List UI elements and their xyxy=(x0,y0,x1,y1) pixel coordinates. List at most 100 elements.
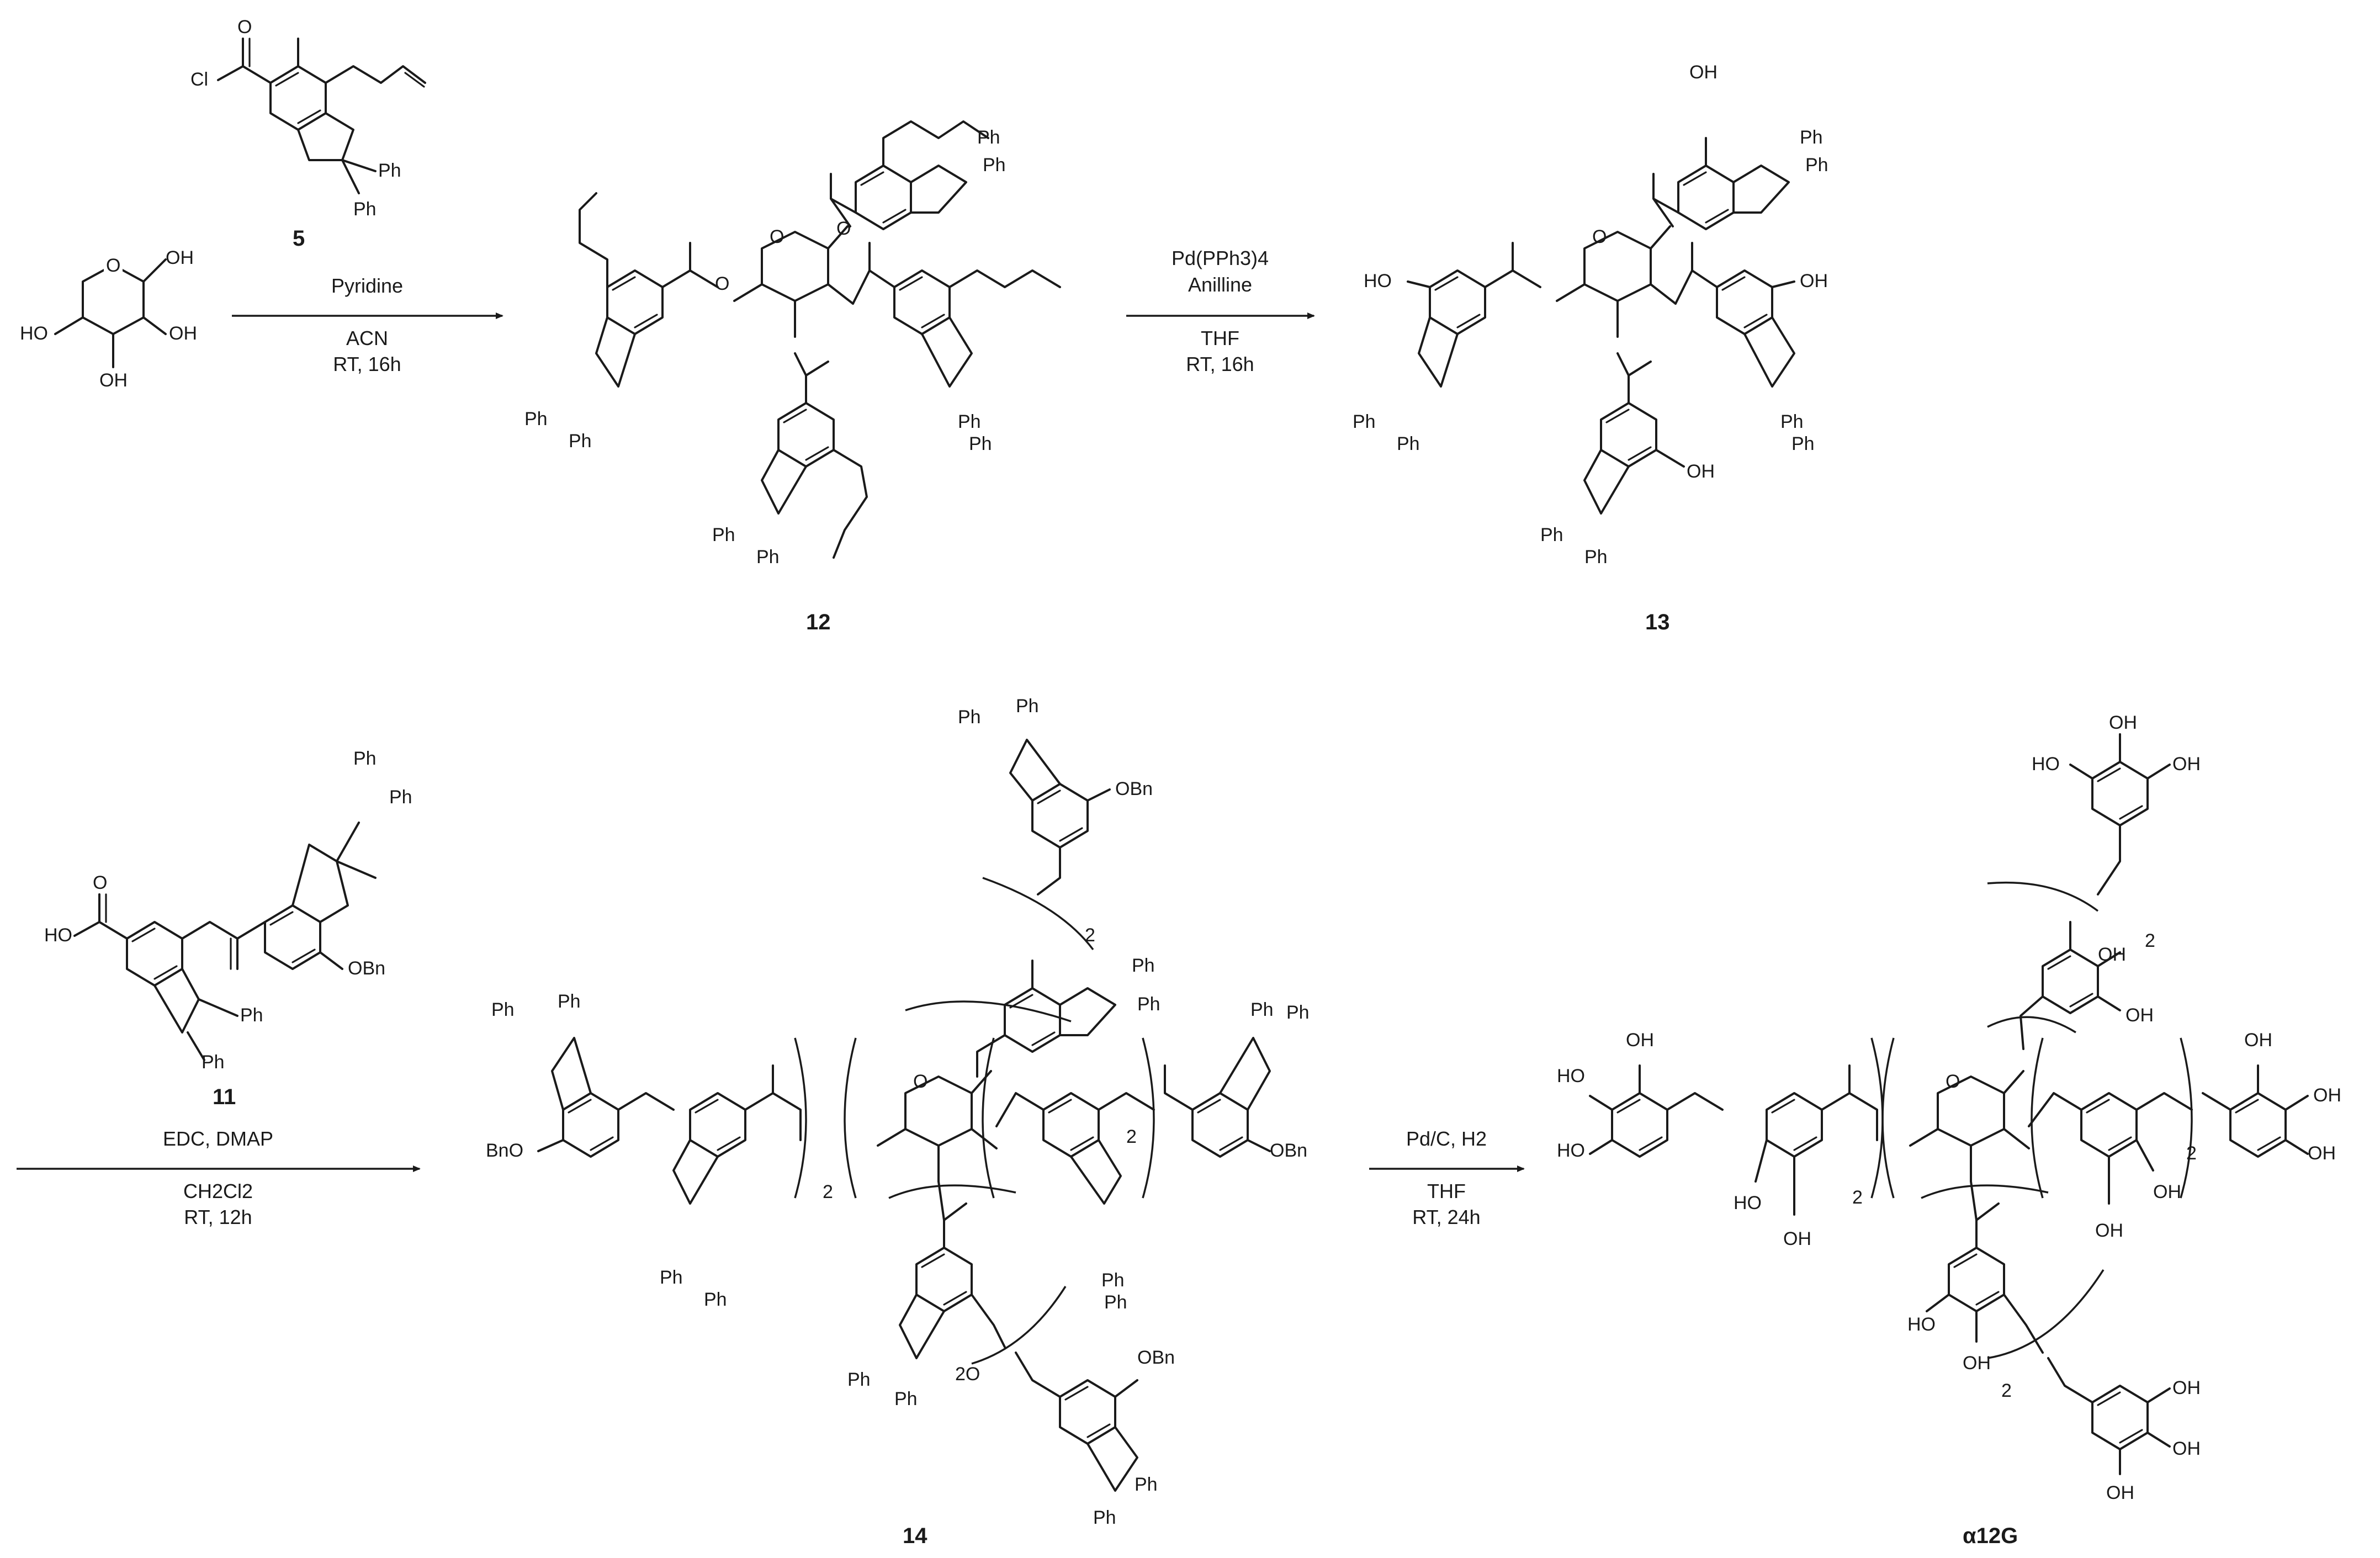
hydroxyl-label: OH xyxy=(2095,1220,2123,1241)
benzyloxy-label: OBn xyxy=(1137,1347,1175,1368)
ring-oxygen-label: O xyxy=(913,1071,927,1092)
phenyl-label: Ph xyxy=(353,748,377,769)
condition-solvent: CH2Cl2 xyxy=(183,1180,253,1202)
chlorine-label: Cl xyxy=(190,69,208,90)
phenyl-label: Ph xyxy=(1093,1507,1116,1528)
phenyl-label: Ph xyxy=(847,1369,871,1390)
phenyl-label: Ph xyxy=(491,999,515,1020)
phenyl-label: Ph xyxy=(958,411,981,432)
hydroxyl-label: OH xyxy=(169,323,197,344)
repeat-count-label: 2 xyxy=(2186,1143,2197,1164)
phenyl-label: Ph xyxy=(1132,955,1155,976)
ring-oxygen-label: O xyxy=(770,226,784,247)
condition-time: RT, 16h xyxy=(333,353,401,375)
condition-time: RT, 24h xyxy=(1412,1206,1480,1228)
hydroxyl-label: HO xyxy=(1557,1140,1585,1161)
phenyl-label: Ph xyxy=(240,1005,263,1026)
ring-oxygen-label: O xyxy=(1592,226,1607,247)
phenyl-label: Ph xyxy=(660,1267,683,1288)
ring-oxygen-label: O xyxy=(1946,1071,1960,1092)
phenyl-label: Ph xyxy=(1104,1292,1127,1313)
hydroxyl-label: OH xyxy=(166,247,194,268)
repeat-count-label: 2 xyxy=(1126,1126,1137,1147)
hydroxyl-label: OH xyxy=(2109,712,2137,733)
reaction-arrow-3: EDC, DMAP CH2Cl2 RT, 12h xyxy=(17,1127,421,1228)
phenyl-label: Ph xyxy=(756,547,780,568)
hydroxyl-label: OH xyxy=(1689,62,1718,83)
phenyl-label: Ph xyxy=(558,991,581,1012)
oxygen-label: O xyxy=(836,218,851,239)
ring-oxygen-label: O xyxy=(106,255,120,276)
hydroxyl-label: HO xyxy=(44,925,72,946)
condition-solvent: THF xyxy=(1201,327,1239,349)
xylopyranose-structure: O OH OH HO OH xyxy=(20,247,197,391)
condition-coupling: EDC, DMAP xyxy=(163,1127,273,1150)
phenyl-label: Ph xyxy=(1250,999,1274,1020)
phenyl-label: Ph xyxy=(977,127,1000,148)
hydroxyl-label: HO xyxy=(1557,1066,1585,1087)
phenyl-label: Ph xyxy=(969,433,992,454)
phenyl-label: Ph xyxy=(704,1289,727,1310)
compound-a12g-structure: O OH OH 2 OH HO OH 2 HO OH OH HO HO xyxy=(1557,712,2341,1548)
hydroxyl-label: OH xyxy=(1687,461,1715,482)
phenyl-label: Ph xyxy=(569,431,592,452)
compound-12-label: 12 xyxy=(806,610,831,634)
phenyl-label: Ph xyxy=(1805,155,1828,176)
hydroxyl-label: OH xyxy=(99,370,128,391)
phenyl-label: Ph xyxy=(1584,547,1608,568)
phenyl-label: Ph xyxy=(1780,411,1804,432)
phenyl-label: Ph xyxy=(1016,696,1039,717)
phenyl-label: Ph xyxy=(1137,994,1160,1015)
phenyl-label: Ph xyxy=(353,199,377,220)
hydroxyl-label: HO xyxy=(1907,1314,1936,1335)
compound-12-structure: O Ph Ph O Ph Ph O Ph Ph Ph Ph 1 xyxy=(524,120,1061,634)
hydroxyl-label: OH xyxy=(1800,271,1828,292)
hydroxyl-label: OH xyxy=(2313,1085,2341,1106)
hydroxyl-label: HO xyxy=(20,323,48,344)
phenyl-label: Ph xyxy=(894,1389,918,1409)
hydroxyl-label: OH xyxy=(2153,1181,2181,1202)
benzyloxy-label: OBn xyxy=(348,958,385,979)
compound-14-label: 14 xyxy=(903,1524,927,1548)
phenyl-label: Ph xyxy=(378,160,401,181)
condition-solvent: THF xyxy=(1427,1180,1466,1202)
carbonyl-oxygen-label: O xyxy=(93,872,107,893)
hydroxyl-label: OH xyxy=(1783,1228,1811,1249)
reaction-arrow-2: Pd(PPh3)4 Anilline THF RT, 16h xyxy=(1126,247,1315,375)
reagent-5-structure: Cl O Ph Ph 5 xyxy=(190,17,426,251)
condition-time: RT, 12h xyxy=(184,1206,252,1228)
phenyl-label: Ph xyxy=(983,155,1006,176)
phenyl-label: Ph xyxy=(1353,411,1376,432)
condition-catalyst: Pd(PPh3)4 xyxy=(1172,247,1269,269)
hydroxyl-label: HO xyxy=(2032,754,2060,775)
compound-13-structure: O OH Ph Ph HO Ph Ph OH Ph Ph OH Ph Ph 13 xyxy=(1353,62,1828,634)
benzyloxy-label: OBn xyxy=(1270,1140,1307,1161)
condition-catalyst: Pd/C, H2 xyxy=(1406,1127,1487,1150)
compound-14-structure: O 2 Ph Ph Ph Ph OBn 2 Ph Ph BnO Ph Ph xyxy=(486,696,1310,1548)
repeat-count-label: 2 xyxy=(1852,1187,1863,1208)
compound-a12g-label: α12G xyxy=(1963,1524,2018,1548)
repeat-count-label: 2 xyxy=(2145,930,2155,951)
repeat-count-label: 2O xyxy=(955,1364,980,1385)
hydroxyl-label: HO xyxy=(1364,271,1392,292)
phenyl-label: Ph xyxy=(1101,1270,1125,1291)
condition-scavenger: Anilline xyxy=(1188,273,1252,296)
condition-time: RT, 16h xyxy=(1186,353,1254,375)
hydroxyl-label: OH xyxy=(2172,1377,2201,1398)
hydroxyl-label: OH xyxy=(2244,1030,2272,1051)
phenyl-label: Ph xyxy=(958,707,981,728)
phenyl-label: Ph xyxy=(524,409,548,430)
benzyloxy-label: OBn xyxy=(1115,778,1153,799)
phenyl-label: Ph xyxy=(1791,433,1815,454)
phenyl-label: Ph xyxy=(1800,127,1823,148)
reaction-arrow-1: Pyridine ACN RT, 16h xyxy=(232,274,503,375)
repeat-count-label: 2 xyxy=(823,1181,833,1202)
hydroxyl-label: OH xyxy=(2172,1438,2201,1459)
oxygen-label: O xyxy=(715,273,729,294)
hydroxyl-label: OH xyxy=(2106,1482,2134,1503)
phenyl-label: Ph xyxy=(1397,433,1420,454)
carbonyl-oxygen-label: O xyxy=(237,17,252,38)
reagent-11-structure: HO O Ph Ph Ph Ph OBn 11 xyxy=(44,748,412,1109)
repeat-count-label: 2 xyxy=(1085,925,1095,946)
phenyl-label: Ph xyxy=(202,1052,225,1073)
